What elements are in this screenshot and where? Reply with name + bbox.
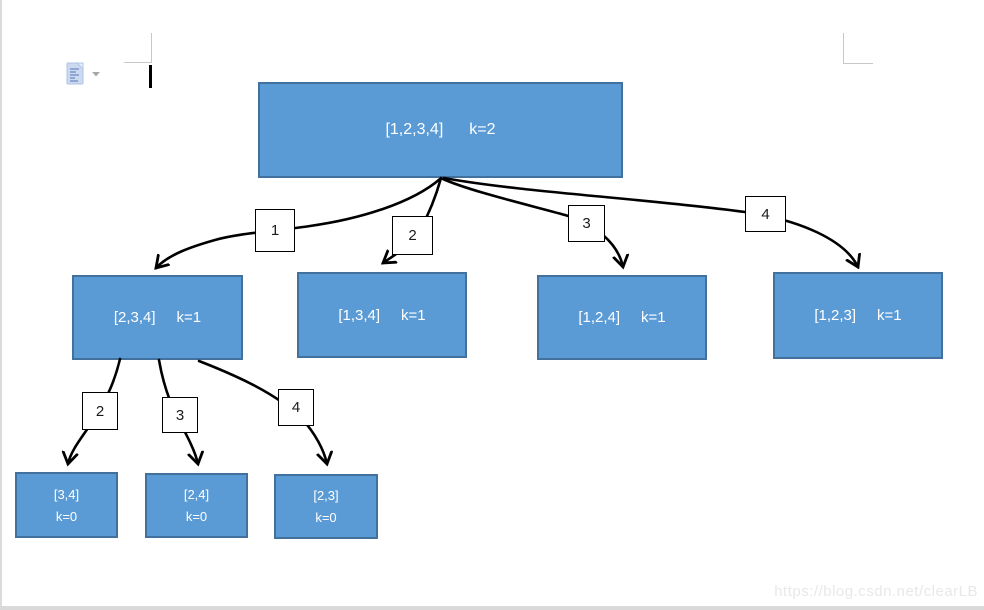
edge-label-l2-4[interactable]: 4 [278,389,314,426]
node-set-label: [1,3,4] [338,306,381,324]
edge-label-l2-2[interactable]: 2 [82,392,118,430]
edge-label-l2-3[interactable]: 3 [162,397,198,433]
node-k-label: k=0 [55,508,78,524]
paste-options-button[interactable] [63,61,103,87]
edge-label-text: 2 [95,402,105,420]
node-set-label: [1,2,3,4] [385,121,444,138]
paste-options-icon [66,62,84,85]
edge-label-1[interactable]: 1 [255,209,295,252]
watermark: https://blog.csdn.net/clearLB [774,583,978,600]
node-k-label: k=0 [185,509,208,524]
node-set-label: [2,4] [183,487,210,502]
edge-label-text: 3 [582,215,591,232]
margin-corner-top-right-horizontal [843,63,873,64]
node-set-label: [2,3] [313,488,339,503]
node-set-label: [2,3,4] [113,309,156,326]
tree-node-134[interactable]: [1,3,4] k=1 [297,272,467,358]
tree-node-34[interactable]: [3,4] k=0 [15,472,118,538]
node-k-label: k=1 [176,309,202,326]
chevron-down-icon [92,72,100,77]
tree-node-root[interactable]: [1,2,3,4] k=2 [258,82,623,178]
edge-label-text: 2 [408,227,417,244]
tree-node-234[interactable]: [2,3,4] k=1 [72,275,243,360]
tree-node-24[interactable]: [2,4] k=0 [145,473,248,538]
edge-label-text: 3 [175,406,185,424]
tree-node-23[interactable]: [2,3] k=0 [274,474,378,539]
edge-label-2[interactable]: 2 [392,216,433,255]
node-k-label: k=1 [401,306,426,324]
edge-label-text: 4 [291,399,301,416]
window-left-edge [0,0,2,610]
edge-label-4[interactable]: 4 [745,196,786,232]
tree-node-123[interactable]: [1,2,3] k=1 [773,272,943,359]
edge-label-3[interactable]: 3 [568,205,605,242]
window-bottom-edge [0,606,984,610]
node-k-label: k=0 [315,510,337,525]
text-cursor [149,65,152,88]
margin-corner-top-left-vertical [151,33,152,63]
edge-root-to-123 [442,176,858,267]
edge-label-text: 4 [761,205,770,223]
node-set-label: [3,4] [53,486,80,502]
node-k-label: k=1 [641,309,666,326]
node-k-label: k=1 [877,307,902,324]
node-k-label: k=2 [469,121,496,138]
margin-corner-top-right-vertical [843,33,844,64]
edge-label-text: 1 [270,222,280,239]
tree-node-124[interactable]: [1,2,4] k=1 [537,275,707,360]
margin-corner-top-left-horizontal [124,62,152,63]
node-set-label: [1,2,3] [814,307,857,324]
node-set-label: [1,2,4] [578,309,621,326]
